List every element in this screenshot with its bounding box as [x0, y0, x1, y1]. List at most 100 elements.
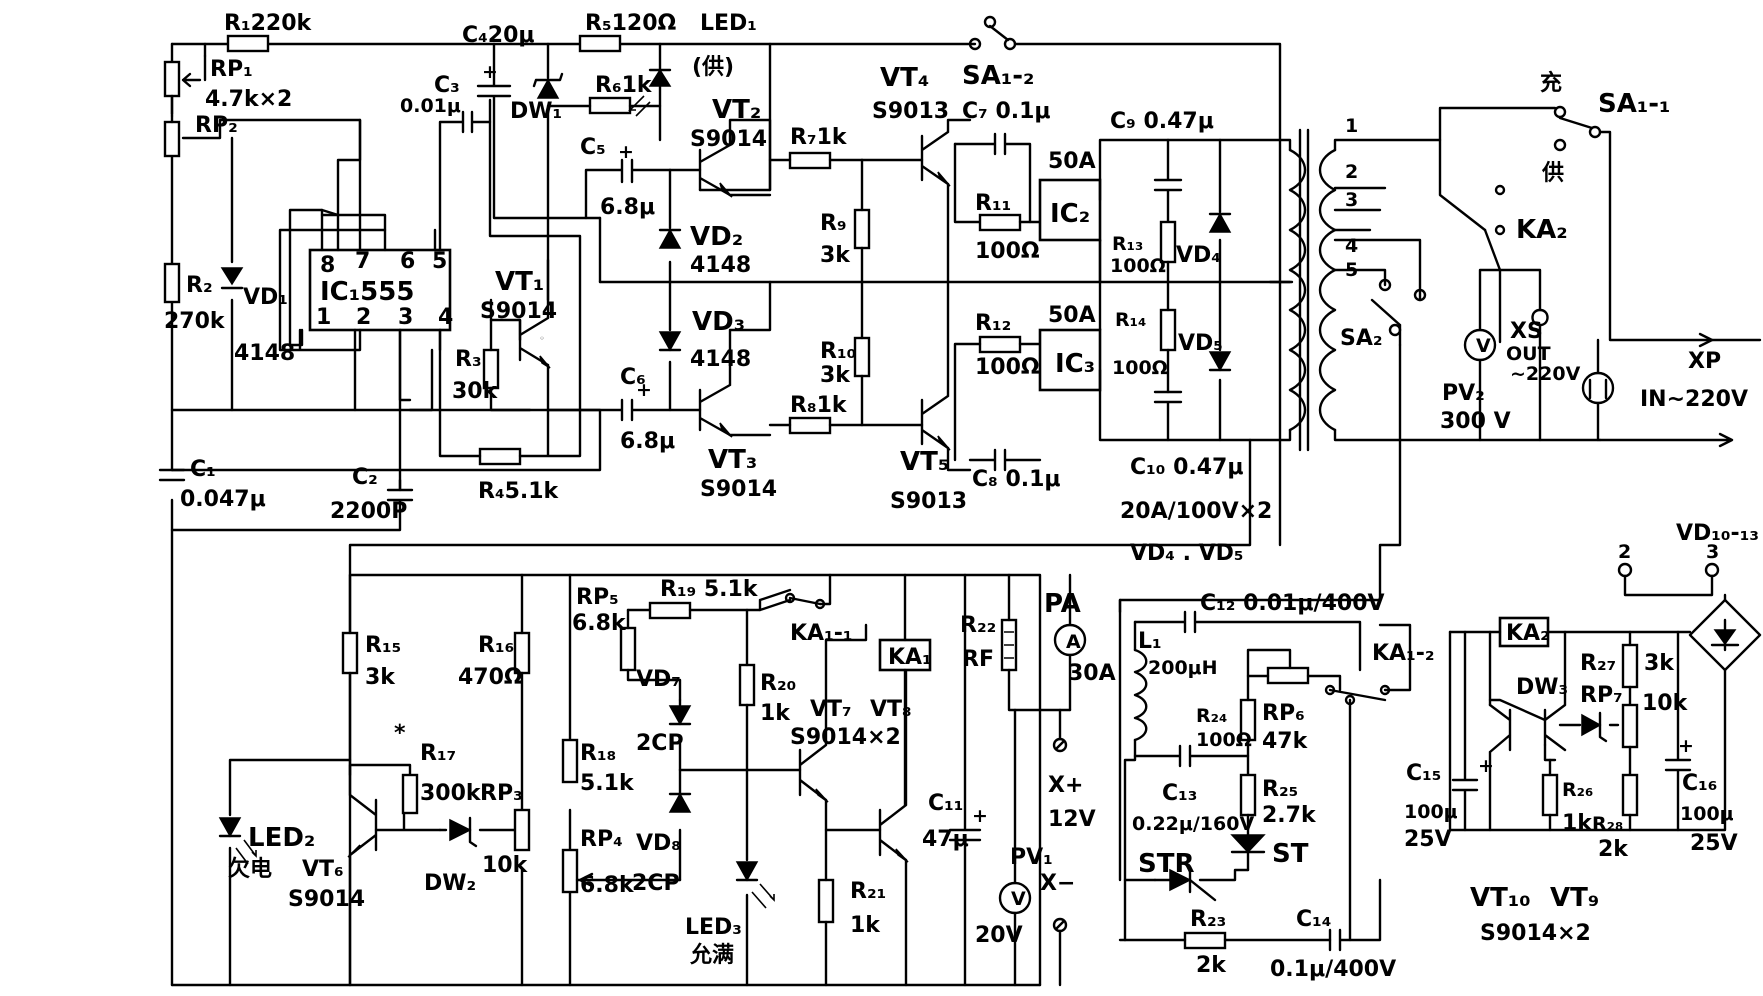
label-rp4-value: 6.8k	[580, 873, 635, 898]
label-r9: R₉	[820, 211, 847, 236]
label-xp-value: IN~220V	[1640, 387, 1748, 412]
oscillator-section: +	[158, 34, 972, 987]
label-ic3: IC₃	[1055, 349, 1095, 379]
label-r10: R₁₀	[820, 339, 856, 364]
label-rp3-right-value: 10k	[482, 853, 529, 878]
label-r25: R₂₅	[1262, 777, 1298, 802]
label-x-plus-value: 12V	[1048, 807, 1096, 832]
label-x-plus: X+	[1048, 773, 1083, 798]
rp2-potentiometer	[163, 120, 181, 158]
label-c15-value: 100μ	[1404, 801, 1458, 823]
label-rp1: RP₁	[210, 57, 253, 82]
label-rp3-right: RP₃	[480, 781, 523, 806]
label-r16: R₁₆	[478, 633, 514, 658]
label-dw1: DW₁	[510, 99, 562, 124]
r10-resistor	[853, 336, 871, 378]
ic1-555-timer	[308, 248, 452, 332]
dw2-zener	[449, 818, 472, 842]
label-l1: L₁	[1138, 629, 1162, 654]
label-pin2: 2	[356, 305, 371, 330]
label-rp2: RP₂	[195, 113, 238, 138]
label-r7: R₇1k	[790, 125, 848, 150]
label-tap4: 4	[1345, 235, 1358, 257]
label-vd5: VD₅	[1178, 331, 1223, 356]
label-rp7-value: 10k	[1642, 691, 1689, 716]
rp4-potentiometer	[561, 848, 579, 894]
label-vt5-type: S9013	[890, 489, 967, 514]
label-tap3: 3	[1345, 189, 1358, 211]
label-r12: R₁₂	[975, 311, 1011, 336]
r17-resistor	[401, 773, 419, 815]
label-r28: R₂₈	[1592, 813, 1623, 835]
label-c8: C₈ 0.1μ	[972, 467, 1061, 492]
r6-resistor	[588, 96, 632, 115]
label-r22: R₂₂	[960, 613, 996, 638]
r28-resistor	[1621, 773, 1639, 817]
label-r16-value: 470Ω	[458, 665, 523, 690]
label-ka2: KA₂	[1516, 215, 1568, 245]
label-rp5: RP₅	[576, 585, 619, 610]
label-led1: LED₁	[700, 11, 757, 36]
label-pin1: 1	[316, 305, 331, 330]
label-r21-value: 1k	[850, 913, 881, 938]
label-r24-value: 100Ω	[1196, 729, 1252, 751]
r26-resistor	[1541, 773, 1559, 817]
label-r26-value: 1k	[1562, 811, 1593, 836]
label-c15-voltage: 25V	[1404, 827, 1452, 852]
label-c5: C₅	[580, 135, 606, 160]
label-r3-value: 30k	[452, 379, 499, 404]
r9-resistor	[853, 208, 871, 250]
label-ka1-1: KA₁-₁	[790, 621, 852, 646]
label-vt4-type: S9013	[872, 99, 949, 124]
r15-resistor	[341, 631, 359, 675]
label-r21: R₂₁	[850, 879, 886, 904]
label-r8: R₈1k	[790, 393, 848, 418]
label-ka2-coil: KA₂	[1506, 621, 1550, 646]
label-pv2: PV₂	[1442, 381, 1485, 406]
led3	[735, 861, 759, 882]
relay-driver-section: + +	[1448, 562, 1762, 832]
led2	[218, 817, 242, 838]
switch-and-output-section	[968, 15, 1762, 547]
label-c11: C₁₁	[928, 791, 963, 816]
r18-resistor	[561, 738, 579, 784]
vd10-13-bridge	[1688, 598, 1762, 672]
label-c12: C₁₂ 0.01μ/400V	[1200, 591, 1385, 616]
label-vd1-value: 4148	[234, 341, 295, 366]
label-r9-value: 3k	[820, 243, 851, 268]
st-trigger-diode	[1230, 834, 1266, 854]
label-r13-value: 100Ω	[1110, 255, 1166, 277]
label-r14: R₁₄	[1115, 309, 1146, 331]
label-vd7: VD₇	[636, 667, 681, 692]
label-vd8: VD₈	[636, 831, 681, 856]
svg-text:+: +	[482, 61, 498, 83]
label-c15: C₁₅	[1406, 761, 1441, 786]
dw1-zener	[536, 78, 560, 99]
label-r27-value: 3k	[1644, 651, 1675, 676]
vd2-diode	[658, 228, 682, 249]
label-c3-value: 0.01μ	[400, 95, 461, 117]
label-vd4-vd5-rating: 20A/100V×2	[1120, 499, 1272, 524]
label-c2-value: 2200P	[330, 499, 407, 524]
label-out-value: ~220V	[1510, 363, 1581, 385]
r20-resistor	[738, 663, 756, 707]
label-c13-value: 0.22μ/160V	[1132, 813, 1254, 835]
label-r17: R₁₇	[420, 741, 456, 766]
label-pv2-value: 300 V	[1440, 409, 1511, 434]
label-rp5-value: 6.8k	[572, 611, 627, 636]
r11-resistor	[978, 213, 1022, 232]
label-led2: LED₂	[248, 823, 315, 853]
label-r13: R₁₃	[1112, 233, 1143, 255]
label-vt7-vt8-type: S9014×2	[790, 725, 901, 750]
label-vt3: VT₃	[708, 445, 757, 475]
svg-text:+: +	[618, 141, 634, 163]
label-c14: C₁₄	[1296, 907, 1331, 932]
label-c16: C₁₆	[1682, 771, 1717, 796]
vd7-diode	[668, 705, 692, 726]
label-vd2: VD₂	[690, 222, 743, 252]
label-r6: R₆1k	[595, 73, 653, 98]
label-xp: XP	[1688, 349, 1721, 374]
label-pa-symbol: A	[1066, 631, 1081, 653]
r14-resistor	[1159, 308, 1177, 352]
